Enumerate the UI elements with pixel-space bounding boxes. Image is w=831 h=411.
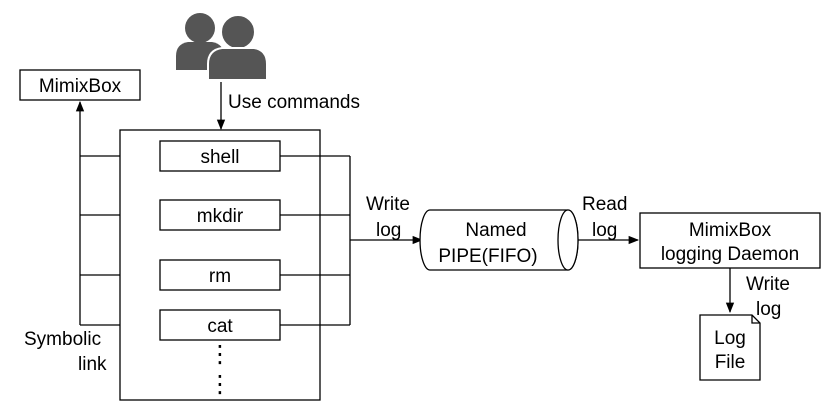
log-file-label-line1: Log bbox=[714, 328, 746, 349]
write-log-1-line1: Write bbox=[366, 194, 410, 215]
command-box-rm bbox=[159, 259, 281, 291]
command-box-shell bbox=[159, 140, 281, 172]
users-icon bbox=[176, 13, 268, 81]
command-ellipsis-1: ⋮ bbox=[208, 341, 232, 368]
symbolic-label-line2: link bbox=[78, 354, 107, 375]
symbolic-label-line1: Symbolic bbox=[24, 329, 101, 350]
log-file-icon bbox=[699, 314, 761, 381]
write-log-1-line2: log bbox=[376, 220, 401, 241]
read-log-line2: log bbox=[592, 220, 617, 241]
daemon-label-line2: logging Daemon bbox=[661, 244, 799, 265]
mimixbox-box bbox=[19, 69, 141, 101]
write-log-2-line2: log bbox=[756, 299, 781, 320]
named-pipe-cylinder bbox=[419, 209, 579, 271]
pipe-label-line2: PIPE(FIFO) bbox=[438, 246, 537, 267]
command-ellipsis-2: ⋮ bbox=[208, 371, 232, 398]
log-file-label-line2: File bbox=[715, 352, 746, 373]
pipe-label-line1: Named bbox=[465, 220, 526, 241]
command-label-shell: shell bbox=[200, 147, 239, 168]
command-label-mkdir: mkdir bbox=[197, 206, 244, 227]
daemon-label-line1: MimixBox bbox=[689, 220, 772, 241]
command-label-cat: cat bbox=[207, 316, 233, 337]
command-box-mkdir bbox=[159, 199, 281, 231]
use-commands-label: Use commands bbox=[228, 92, 360, 113]
command-box-cat bbox=[159, 309, 281, 341]
read-log-line1: Read bbox=[582, 194, 627, 215]
write-log-2-line1: Write bbox=[746, 274, 790, 295]
logging-daemon-box bbox=[639, 212, 821, 269]
mimixbox-label: MimixBox bbox=[39, 76, 122, 97]
command-label-rm: rm bbox=[209, 266, 231, 287]
